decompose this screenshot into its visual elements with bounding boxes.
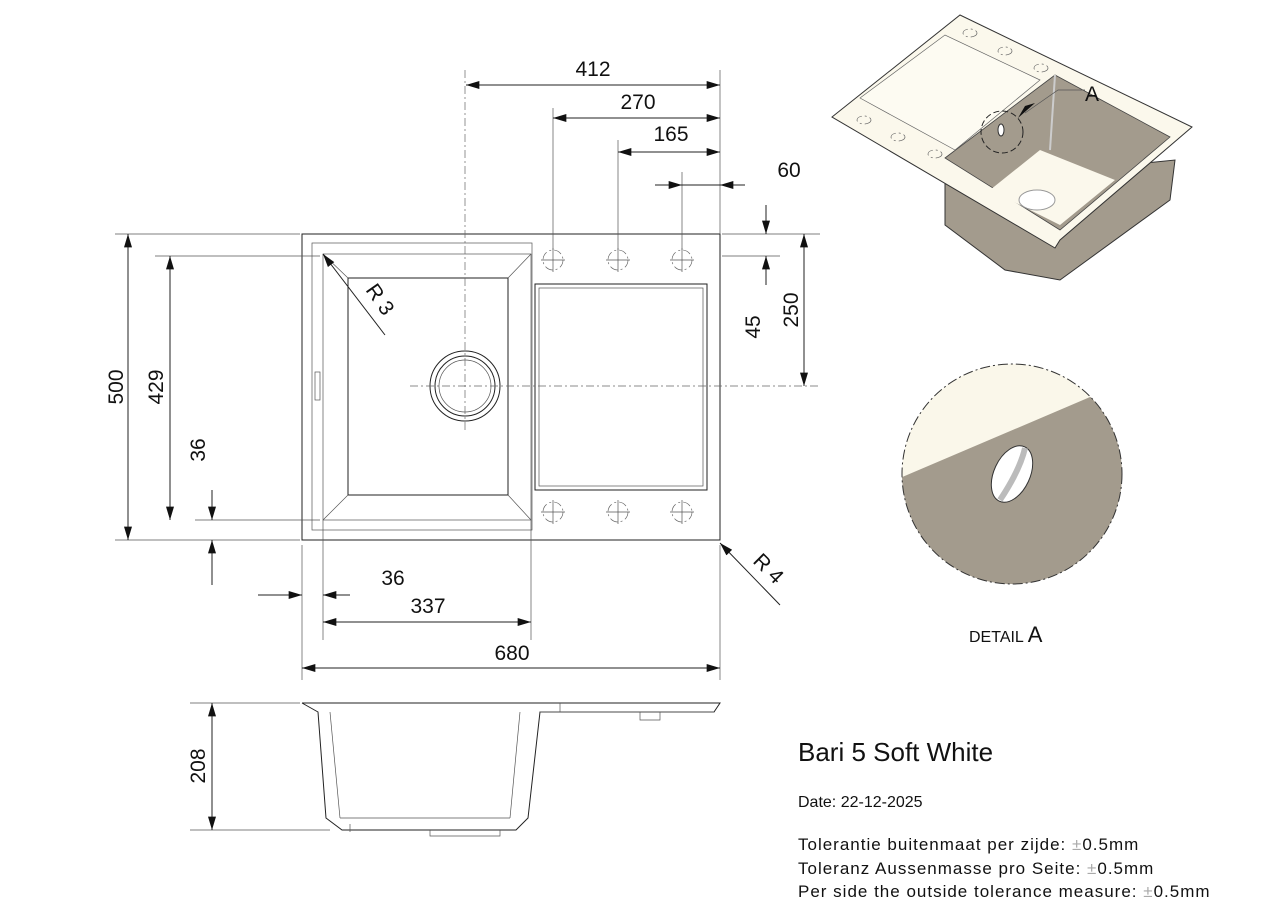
detail-a-view: [901, 363, 1123, 585]
detail-label-text: DETAIL: [969, 629, 1024, 646]
plus-minus: ±: [1143, 882, 1154, 901]
tolerance-nl: Tolerantie buitenmaat per zijde: ±0.5mm: [798, 835, 1139, 855]
side-view: 208: [187, 702, 721, 837]
dim-45: 45: [742, 315, 765, 338]
top-view: 412 270 165 60 500 429 36 250 45 R 3 R 4…: [105, 58, 820, 680]
dim-500: 500: [105, 369, 128, 404]
plus-minus: ±: [1087, 859, 1098, 878]
drainboard: [534, 283, 708, 491]
tolerance-text: Per side the outside tolerance measure:: [798, 882, 1144, 901]
tolerance-en: Per side the outside tolerance measure: …: [798, 882, 1211, 902]
dim-r3: R 3: [361, 280, 399, 320]
tolerance-text: Tolerantie buitenmaat per zijde:: [798, 835, 1072, 854]
dim-165: 165: [653, 123, 688, 146]
dim-60: 60: [777, 159, 800, 182]
tolerance-value: 0.5mm: [1153, 882, 1211, 901]
dim-270: 270: [620, 91, 655, 114]
tolerance-value: 0.5mm: [1097, 859, 1155, 878]
dim-337: 337: [410, 595, 445, 618]
bowl-rim: [311, 242, 533, 531]
tap-holes: [541, 248, 694, 524]
isometric-view: A: [831, 14, 1193, 281]
dim-429: 429: [145, 369, 168, 404]
detail-label: DETAIL A: [969, 622, 1042, 648]
dim-r4: R 4: [748, 549, 788, 589]
dim-36-vertical: 36: [187, 438, 210, 461]
plus-minus: ±: [1071, 835, 1083, 854]
dim-680: 680: [494, 642, 529, 665]
product-title: Bari 5 Soft White: [798, 737, 994, 767]
bowl-bottom: [347, 277, 509, 496]
detail-label-letter: A: [1027, 622, 1043, 647]
tolerance-text: Toleranz Aussenmasse pro Seite:: [798, 859, 1088, 878]
tolerance-value: 0.5mm: [1082, 835, 1140, 854]
detail-marker-label: A: [1085, 83, 1099, 106]
dim-250: 250: [780, 292, 803, 327]
tolerance-de: Toleranz Aussenmasse pro Seite: ±0.5mm: [798, 859, 1154, 879]
drawing-date: Date: 22-12-2025: [798, 794, 923, 811]
sink-outline: [301, 233, 721, 541]
dim-208: 208: [187, 748, 210, 783]
dim-36-horizontal: 36: [381, 567, 404, 590]
dim-412: 412: [575, 58, 610, 81]
